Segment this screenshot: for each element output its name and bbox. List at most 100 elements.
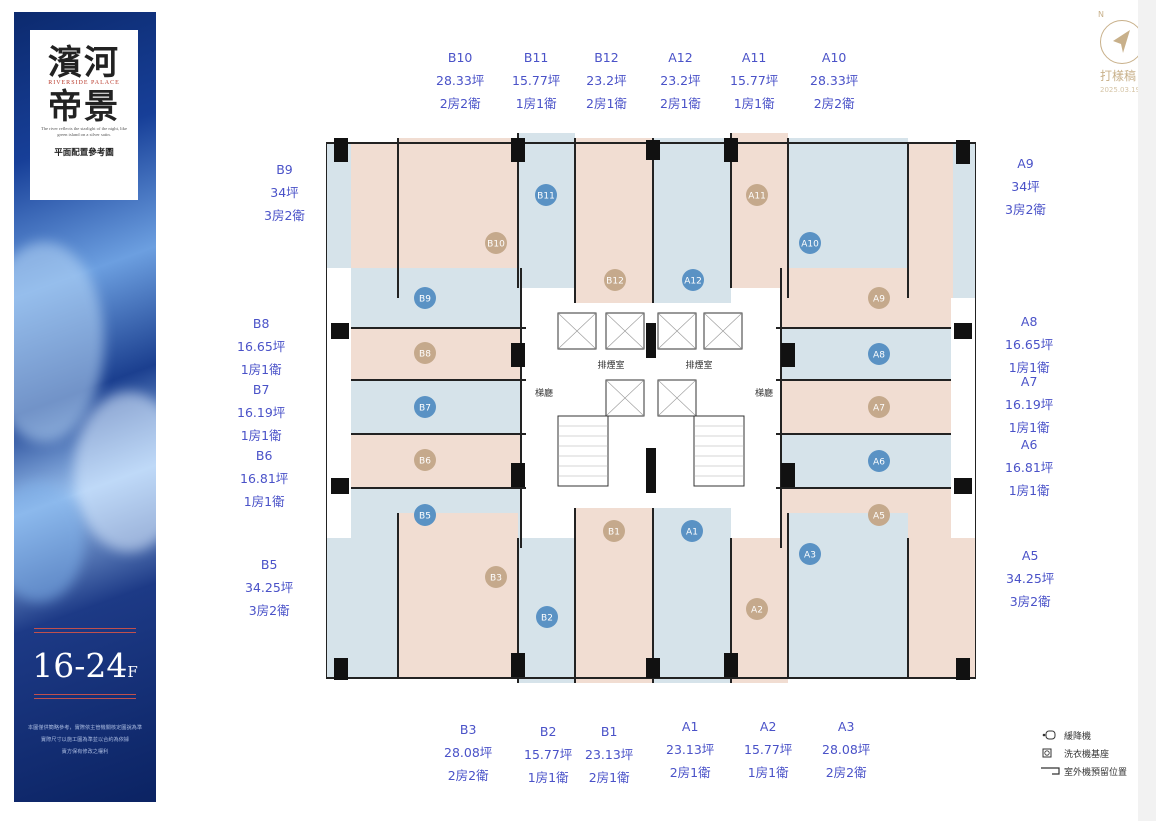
legend-item: 室外機預留位置: [1040, 762, 1127, 780]
room-A9r: [781, 268, 951, 328]
brand-tagline: The river reflects the starlight of the …: [40, 126, 128, 137]
unit-badge-A9: [868, 287, 890, 309]
washing-machine-icon: [1042, 748, 1052, 758]
unit-badge-text-B2: B2: [541, 614, 553, 624]
core-column: [646, 323, 656, 358]
structural-column: [954, 478, 972, 494]
divider-line: [34, 628, 136, 629]
brand-title-card: 濱河 RIVERSIDE PALACE 帝景 The river reflect…: [30, 30, 138, 200]
room-B5: [326, 538, 398, 678]
room-B6: [351, 434, 521, 488]
elevator-shaft: [557, 312, 597, 350]
elevator-cross: [703, 312, 743, 350]
unit-badge-text-A3: A3: [804, 551, 816, 561]
unit-badge-A6: [868, 450, 890, 472]
room-A3: [788, 513, 908, 678]
unit-badge-B6: [414, 449, 436, 471]
elevator-cross: [605, 312, 645, 350]
unit-badge-text-B1: B1: [608, 528, 620, 538]
unit-badge-text-A7: A7: [873, 404, 885, 414]
page-edge: [1138, 0, 1156, 821]
draft-date: 2025.03.19: [1100, 86, 1141, 94]
core-label: 排煙室: [685, 359, 712, 371]
unit-badge-text-A2: A2: [751, 606, 763, 616]
room-B8: [351, 328, 521, 380]
structural-column: [781, 343, 795, 367]
structural-column: [781, 463, 795, 487]
floor-range: 16-24F: [32, 646, 138, 685]
structural-column: [956, 140, 970, 164]
structural-column: [334, 658, 348, 680]
brand-title-line2: 帝景: [48, 87, 120, 127]
room-B9b: [326, 143, 351, 268]
structural-column: [511, 653, 525, 677]
elevator-shaft: [657, 312, 697, 350]
unit-badge-A2: [746, 598, 768, 620]
unit-badge-text-B3: B3: [490, 574, 502, 584]
structural-column: [956, 658, 970, 680]
structural-column: [331, 323, 349, 339]
unit-badge-text-A8: A8: [873, 351, 885, 361]
room-A11: [731, 133, 788, 288]
elevator-shaft: [657, 379, 697, 417]
unit-badge-text-A1: A1: [686, 528, 698, 538]
elevator-cross: [557, 312, 597, 350]
unit-badge-A12: [682, 269, 704, 291]
divider-line: [34, 694, 136, 695]
divider-line: [34, 632, 136, 633]
unit-badge-A11: [746, 184, 768, 206]
structural-column: [646, 658, 660, 678]
unit-badge-text-B9: B9: [419, 295, 431, 305]
disclaimer: 本圖僅供簡略參考，實際依主管機關核定圖說為準 實際尺寸以施工圖為準並以合約為依據…: [27, 725, 143, 755]
brand-sidebar: 濱河 RIVERSIDE PALACE 帝景 The river reflect…: [14, 12, 156, 802]
walls: [326, 133, 976, 683]
unit-badge-text-B6: B6: [419, 457, 431, 467]
unit-badge-text-A10: A10: [801, 240, 819, 250]
brand-english-name: RIVERSIDE PALACE: [48, 80, 120, 86]
unit-badge-text-A6: A6: [873, 458, 885, 468]
unit-badge-text-A9: A9: [873, 295, 885, 305]
divider-line: [34, 698, 136, 699]
elevator-cross: [657, 312, 697, 350]
stairwell: [693, 415, 745, 487]
structural-column: [331, 478, 349, 494]
unit-badge-A7: [868, 396, 890, 418]
room-B3: [398, 513, 518, 678]
unit-badge-text-B10: B10: [487, 240, 505, 250]
unit-badge-B7: [414, 396, 436, 418]
structural-column: [511, 463, 525, 487]
unit-badge-B1: [603, 520, 625, 542]
building-core: 排煙室排煙室梯廳梯廳: [526, 303, 776, 508]
unit-badge-B2: [536, 606, 558, 628]
unit-badge-B8: [414, 342, 436, 364]
room-A6: [781, 434, 951, 488]
structural-column: [511, 343, 525, 367]
descending-device-icon: [1042, 730, 1056, 740]
plan-subtitle: 平面配置參考圖: [54, 148, 114, 158]
room-A5: [908, 538, 976, 678]
structural-column: [334, 138, 348, 162]
unit-badge-B10: [485, 232, 507, 254]
unit-badge-text-B8: B8: [419, 350, 431, 360]
draft-stamp: 打樣稿: [1100, 69, 1137, 83]
room-B9: [351, 143, 398, 268]
room-A7: [781, 380, 951, 434]
unit-badge-A5: [868, 504, 890, 526]
unit-badge-text-B11: B11: [537, 192, 555, 202]
unit-badge-A3: [799, 543, 821, 565]
legend: 緩降機 洗衣機基座 室外機預留位置: [1040, 726, 1127, 780]
